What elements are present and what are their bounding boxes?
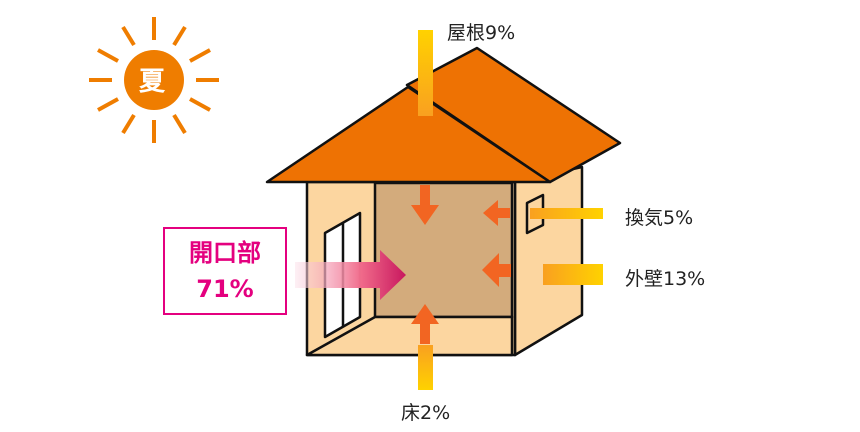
side-wall <box>513 165 584 357</box>
opening-title: 開口部 <box>189 239 261 267</box>
ventilation-label: 換気5% <box>625 207 694 229</box>
interior-back-wall <box>373 181 514 319</box>
vent-bar <box>530 208 603 219</box>
opening-arrow <box>295 250 406 300</box>
vent-arrow <box>483 200 510 226</box>
outer-wall-label: 外壁13% <box>625 268 706 290</box>
roof-label: 屋根9% <box>447 22 516 44</box>
opening-value: 71% <box>196 275 254 303</box>
opening-box: 開口部 71% <box>163 227 287 315</box>
wall-arrow <box>482 253 511 287</box>
roof-arrow <box>411 185 439 225</box>
floor-bar <box>418 345 433 390</box>
house <box>265 46 622 357</box>
wall-bar <box>543 264 603 285</box>
floor-arrow <box>411 304 439 344</box>
floor <box>305 315 514 357</box>
heat-arrows <box>295 30 603 390</box>
floor-label: 床2% <box>401 402 451 424</box>
roof-bar <box>418 30 433 116</box>
roof-front <box>265 85 552 184</box>
sun-icon <box>89 17 219 143</box>
season-label: 夏 <box>138 67 165 97</box>
